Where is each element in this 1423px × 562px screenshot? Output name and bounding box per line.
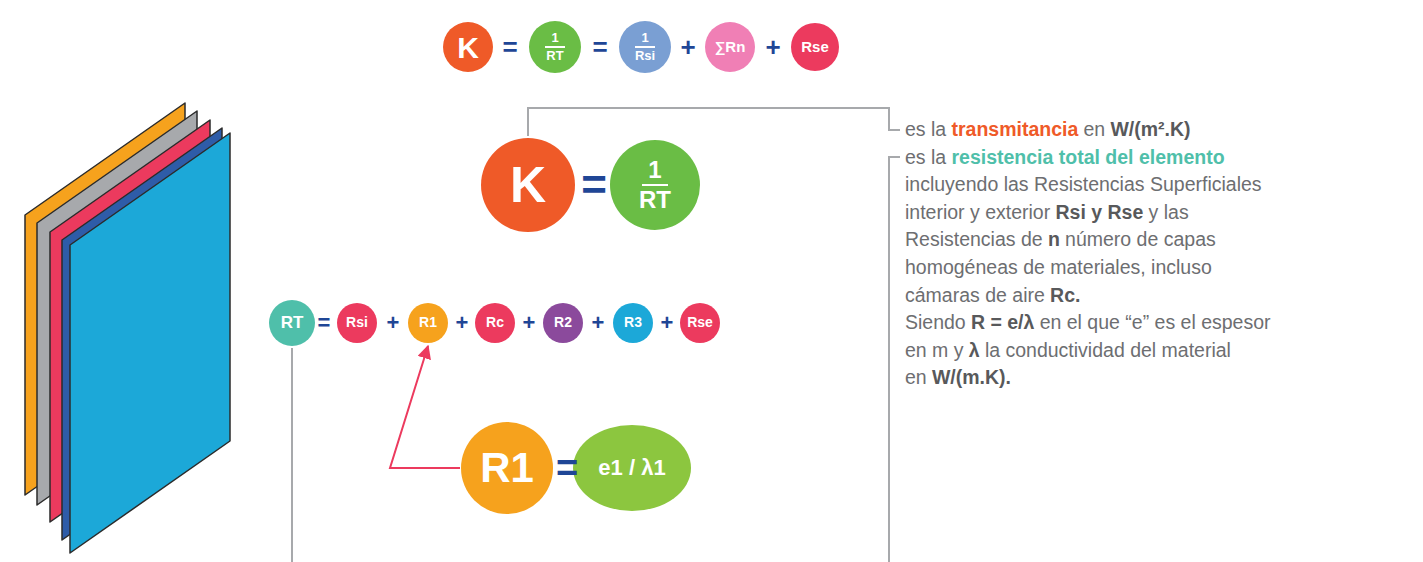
denominator: RT <box>637 186 673 213</box>
body-text: Siendo <box>905 311 966 333</box>
body-text: en el que “e” es el espesor <box>1040 311 1271 333</box>
symbol-circle: K <box>481 138 575 232</box>
symbol-text: K <box>457 31 479 64</box>
highlighted-term: W/(m².K) <box>1110 118 1190 140</box>
symbol-circle: K <box>443 22 493 72</box>
body-text: en <box>1084 118 1106 140</box>
symbol-text: R1 <box>480 445 534 491</box>
term-circle: Rc <box>475 303 515 343</box>
symbol-text: ∑Rn <box>715 39 746 56</box>
highlighted-term: W/(m.K). <box>932 366 1011 388</box>
highlighted-term: Rc. <box>1050 284 1080 306</box>
symbol-text: Rse <box>801 39 829 56</box>
operator-sign: + <box>680 34 695 60</box>
highlighted-term: resistencia total del elemento <box>951 146 1224 168</box>
body-text: Resistencias de <box>905 228 1043 250</box>
numerator: 1 <box>642 157 667 186</box>
leader-line <box>291 348 293 562</box>
operator-sign: = <box>581 163 607 207</box>
highlighted-term: R = e/λ <box>971 311 1034 333</box>
body-text: homogéneas de materiales, incluso <box>905 256 1212 278</box>
wall-layer <box>70 133 230 553</box>
operator-sign: + <box>523 312 536 334</box>
operator-sign: + <box>387 312 400 334</box>
body-text: número de capas <box>1065 228 1216 250</box>
body-text: interior y exterior <box>905 201 1050 223</box>
symbol-text: RT <box>281 314 304 333</box>
body-text: cámaras de aire <box>905 284 1045 306</box>
body-text: es la <box>905 146 946 168</box>
operator-sign: = <box>592 34 607 60</box>
symbol-text: K <box>510 158 546 213</box>
total-circle: RT <box>269 300 315 346</box>
operator-sign: + <box>765 34 780 60</box>
highlighted-term: λ <box>969 339 980 361</box>
numerator: 1 <box>635 31 654 48</box>
body-text: en m y <box>905 339 964 361</box>
denominator: RT <box>544 48 565 63</box>
operator-sign: = <box>502 34 517 60</box>
leader-line <box>528 108 900 136</box>
symbol-text: R3 <box>624 315 642 330</box>
body-text: la conductividad del material <box>985 339 1231 361</box>
symbol-text: e1 / λ1 <box>598 456 665 480</box>
operator-sign: + <box>592 312 605 334</box>
denominator: Rsi <box>633 48 657 63</box>
highlighted-term: Rsi y Rse <box>1055 201 1143 223</box>
operator-sign: + <box>456 312 469 334</box>
term-circle: Rsi <box>337 303 377 343</box>
operator-sign: + <box>661 312 674 334</box>
term-circle: R1 <box>408 303 448 343</box>
fraction-circle: 1Rsi <box>619 21 671 73</box>
term-circle: R2 <box>543 303 583 343</box>
term-circle: Rse <box>680 303 720 343</box>
body-text: en <box>905 366 927 388</box>
highlighted-term: transmitancia <box>951 118 1078 140</box>
symbol-text: Rsi <box>346 315 368 330</box>
symbol-text: R2 <box>554 315 572 330</box>
leader-line <box>889 157 900 562</box>
highlighted-term: n <box>1048 228 1060 250</box>
fraction-circle: 1RT <box>610 140 700 230</box>
operator-sign: = <box>556 449 578 487</box>
pointer-arrow <box>390 346 460 468</box>
symbol-circle: Rse <box>791 23 839 71</box>
symbol-text: Rse <box>687 315 713 330</box>
term-circle: R3 <box>613 303 653 343</box>
numerator: 1 <box>545 31 564 48</box>
body-text: y las <box>1149 201 1189 223</box>
body-text: es la <box>905 118 946 140</box>
symbol-circle: R1 <box>461 422 553 514</box>
formula-ellipse: e1 / λ1 <box>573 425 691 511</box>
sum-circle: ∑Rn <box>705 22 755 72</box>
body-text: incluyendo las Resistencias Superficiale… <box>905 173 1262 195</box>
symbol-text: R1 <box>419 315 437 330</box>
explanation-text: es latransmitanciaenW/(m².K)es laresiste… <box>905 116 1271 392</box>
operator-sign: = <box>318 312 331 334</box>
symbol-text: Rc <box>486 315 504 330</box>
wall-layers <box>25 103 230 553</box>
fraction-circle: 1RT <box>529 21 581 73</box>
